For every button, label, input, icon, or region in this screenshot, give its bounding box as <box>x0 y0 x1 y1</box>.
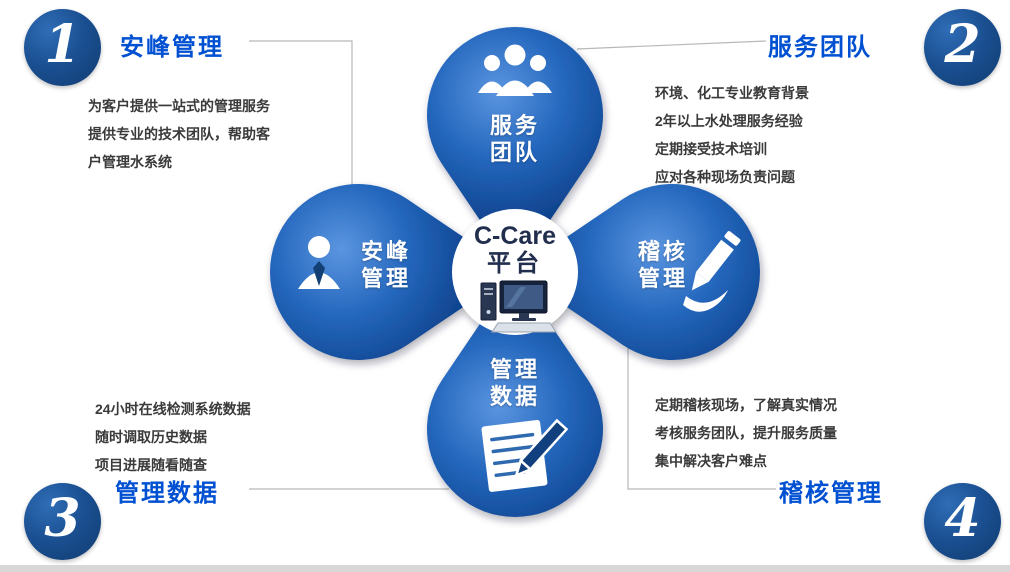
pen-icon <box>514 418 569 478</box>
document-icon <box>481 419 548 492</box>
paragraph-line: 定期稽核现场，了解真实情况 <box>655 397 837 413</box>
badge-number: 2 <box>944 14 981 75</box>
paragraph-line: 定期接受技术培训 <box>655 141 767 157</box>
paragraph-line: 随时调取历史数据 <box>95 429 207 445</box>
paragraph-line: 集中解决客户难点 <box>655 453 767 469</box>
corner-paragraph-top-right: 环境、化工专业教育背景 2年以上水处理服务经验 定期接受技术培训 应对各种现场负… <box>655 79 809 191</box>
petal-label-service-team: 服务 团队 <box>489 113 540 165</box>
petal-label-management-data: 管理 数据 <box>489 357 540 409</box>
center-title-line2: 平台 <box>487 250 543 277</box>
petal-bottom <box>427 272 604 517</box>
center-platform-title: C-Care 平台 <box>452 223 578 278</box>
badge-number: 4 <box>944 488 981 549</box>
petal-label-audit-management: 稽核 管理 <box>637 239 688 291</box>
corner-paragraph-bottom-right: 定期稽核现场，了解真实情况 考核服务团队，提升服务质量 集中解决客户难点 <box>655 391 837 475</box>
connector-top-right <box>576 40 767 50</box>
connector-top-left <box>249 40 353 186</box>
corner-badge-3: 3 <box>24 483 101 560</box>
paragraph-line: 为客户提供一站式的管理服务 <box>88 98 270 114</box>
badge-number: 3 <box>44 488 81 549</box>
corner-paragraph-bottom-left: 24小时在线检测系统数据 随时调取历史数据 项目进展随看随查 <box>95 395 251 479</box>
corner-badge-4: 4 <box>924 483 1001 560</box>
corner-heading-top-right: 服务团队 <box>768 34 872 61</box>
paragraph-line: 项目进展随看随查 <box>95 457 207 473</box>
center-title-line1: C-Care <box>474 222 556 250</box>
footer-divider-bar <box>0 565 1010 572</box>
team-icon <box>478 44 552 96</box>
petal-label-anfeng-management: 安峰 管理 <box>360 239 411 291</box>
corner-heading-bottom-right: 稽核管理 <box>779 480 883 507</box>
corner-badge-1: 1 <box>24 9 101 86</box>
petal-right <box>515 184 760 360</box>
paragraph-line: 应对各种现场负责问题 <box>655 169 795 185</box>
paragraph-line: 户管理水系统 <box>88 154 172 170</box>
computer-icon <box>480 280 557 333</box>
badge-number: 1 <box>44 14 81 75</box>
petal-top <box>427 27 604 273</box>
paragraph-line: 2年以上水处理服务经验 <box>655 113 803 129</box>
manager-icon <box>298 236 340 289</box>
corner-badge-2: 2 <box>924 9 1001 86</box>
connector-bottom-right <box>627 348 776 490</box>
corner-heading-bottom-left: 管理数据 <box>115 480 219 507</box>
pencil-icon <box>683 231 741 312</box>
corner-heading-top-left: 安峰管理 <box>120 34 224 61</box>
paragraph-line: 提供专业的技术团队，帮助客 <box>88 126 270 142</box>
paragraph-line: 环境、化工专业教育背景 <box>655 85 809 101</box>
paragraph-line: 24小时在线检测系统数据 <box>95 401 251 417</box>
paragraph-line: 考核服务团队，提升服务质量 <box>655 425 837 441</box>
petal-left <box>270 183 515 360</box>
connector-lines <box>249 40 776 490</box>
corner-paragraph-top-left: 为客户提供一站式的管理服务 提供专业的技术团队，帮助客 户管理水系统 <box>88 92 270 176</box>
pencil-swoosh <box>683 290 728 312</box>
